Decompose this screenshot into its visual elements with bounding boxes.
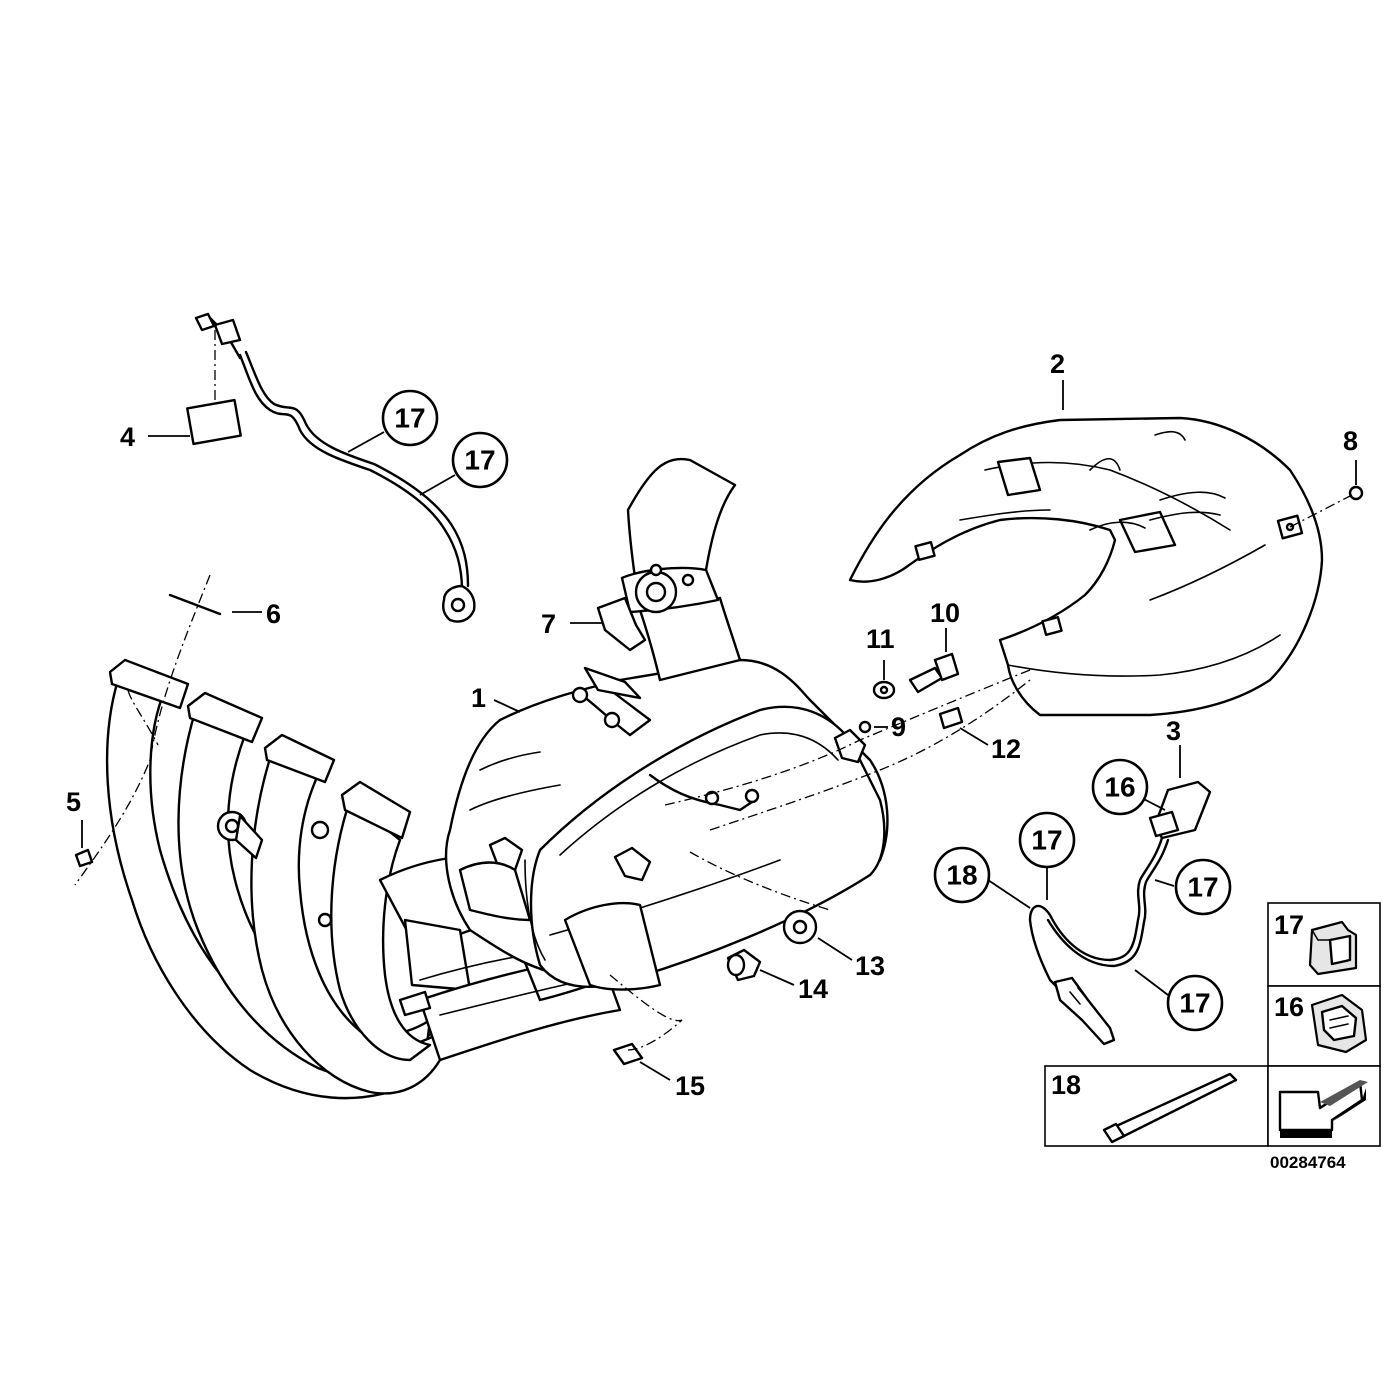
label-leader-lines: [81, 380, 1357, 1081]
label-part-8: 8: [1343, 426, 1358, 456]
inlet-pipe-connector: [596, 457, 742, 682]
label-part-9: 9: [891, 712, 906, 742]
legend-table: 17 16 18: [1044, 902, 1381, 1147]
part-number-labels: 4 5 6 7 1 2 8 11 10 9 12 3 13 14 15: [66, 349, 1358, 1101]
svg-text:17: 17: [1031, 825, 1062, 856]
label-part-5: 5: [66, 787, 81, 817]
label-part-15: 15: [675, 1071, 705, 1101]
circled-callouts: 17 17 16 17 17 18 17: [381, 389, 1232, 1032]
svg-text:18: 18: [946, 860, 977, 891]
oxygen-sensor-cable-left: [194, 312, 476, 623]
label-part-6: 6: [266, 599, 281, 629]
cable-tie-icon: [1102, 1072, 1238, 1144]
muffler-body: [444, 658, 889, 991]
label-part-13: 13: [855, 951, 885, 981]
svg-text:17: 17: [1179, 988, 1210, 1019]
label-part-3: 3: [1166, 716, 1181, 746]
callout-17-mid: 17: [1018, 811, 1076, 869]
label-part-11: 11: [866, 624, 895, 654]
oxygen-sensor-cable-right: [1028, 780, 1212, 1046]
label-part-2: 2: [1050, 349, 1065, 379]
svg-text:17: 17: [1187, 872, 1218, 903]
svg-text:17: 17: [464, 445, 495, 476]
callout-16: 16: [1091, 758, 1149, 816]
clip-17-icon: [1308, 920, 1358, 976]
label-part-4: 4: [120, 422, 135, 452]
label-part-12: 12: [991, 734, 1021, 764]
label-part-14: 14: [798, 974, 828, 1004]
legend-label-17: 17: [1274, 910, 1304, 940]
label-part-1: 1: [471, 683, 486, 713]
callout-18: 18: [933, 846, 991, 904]
arrow-icon: [1278, 1080, 1368, 1138]
diagram-document-id: 00284764: [1270, 1153, 1346, 1172]
legend-label-16: 16: [1274, 992, 1304, 1022]
callout-17-right: 17: [1174, 858, 1232, 916]
svg-text:16: 16: [1104, 772, 1135, 803]
callout-17-lower: 17: [1166, 974, 1224, 1032]
label-part-7: 7: [541, 609, 556, 639]
legend-label-18: 18: [1051, 1070, 1081, 1100]
heat-shield: [848, 416, 1324, 717]
clip-16-icon: [1310, 993, 1368, 1054]
svg-text:17: 17: [394, 403, 425, 434]
callout-17-upper-right: 17: [451, 431, 509, 489]
assembly-center-lines: [74, 330, 1353, 1051]
label-part-10: 10: [930, 598, 960, 628]
callout-17-upper-left: 17: [381, 389, 439, 447]
